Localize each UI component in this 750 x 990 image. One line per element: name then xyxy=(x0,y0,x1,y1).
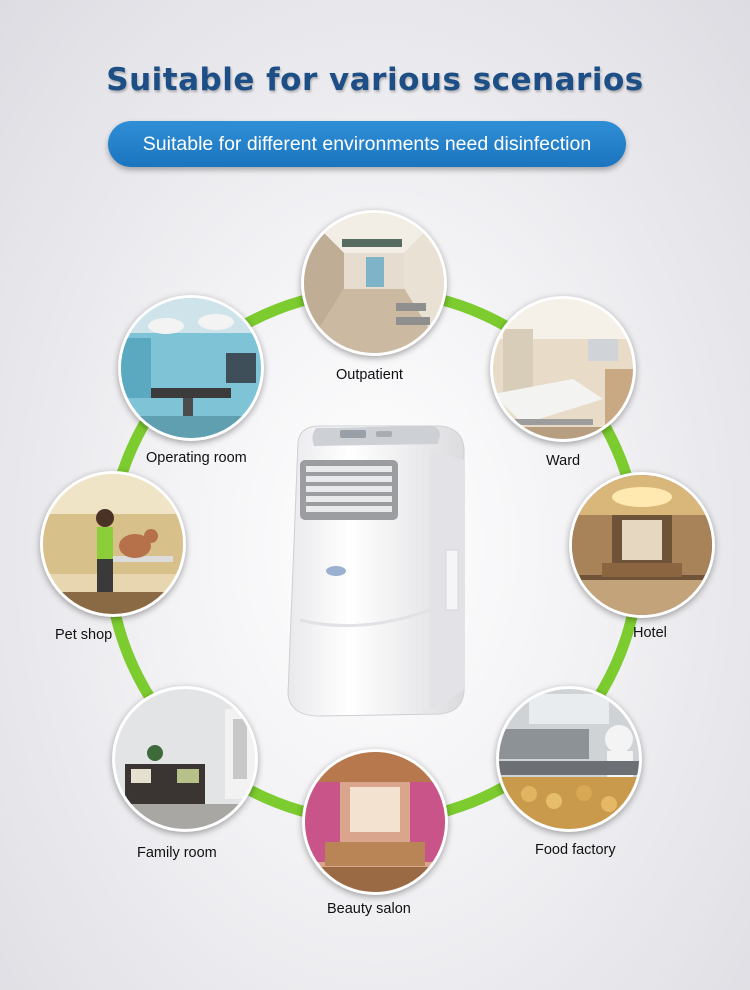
food-factory-photo xyxy=(496,686,642,832)
subtitle-text: Suitable for different environments need… xyxy=(142,132,592,155)
disinfection-machine-image xyxy=(287,425,465,717)
operating-room-photo xyxy=(118,295,264,441)
hospital-ward-photo xyxy=(490,296,636,442)
subtitle-banner: Suitable for different environments need… xyxy=(108,121,626,167)
family-room-label: Family room xyxy=(137,845,217,861)
pet-shop-label: Pet shop xyxy=(55,627,113,643)
food-factory-label: Food factory xyxy=(535,842,616,858)
operating-room-label: Operating room xyxy=(146,450,247,466)
hotel-lobby-photo xyxy=(569,472,715,618)
family-room-photo xyxy=(112,686,258,832)
hotel-label: Hotel xyxy=(633,625,667,641)
beauty-salon-label: Beauty salon xyxy=(327,901,411,917)
outpatient-label: Outpatient xyxy=(336,367,403,383)
outpatient-hallway-photo xyxy=(301,210,447,356)
pet-shop-photo xyxy=(40,471,186,617)
ward-label: Ward xyxy=(546,453,581,469)
beauty-salon-photo xyxy=(302,749,448,895)
page-title: Suitable for various scenarios xyxy=(106,62,644,98)
